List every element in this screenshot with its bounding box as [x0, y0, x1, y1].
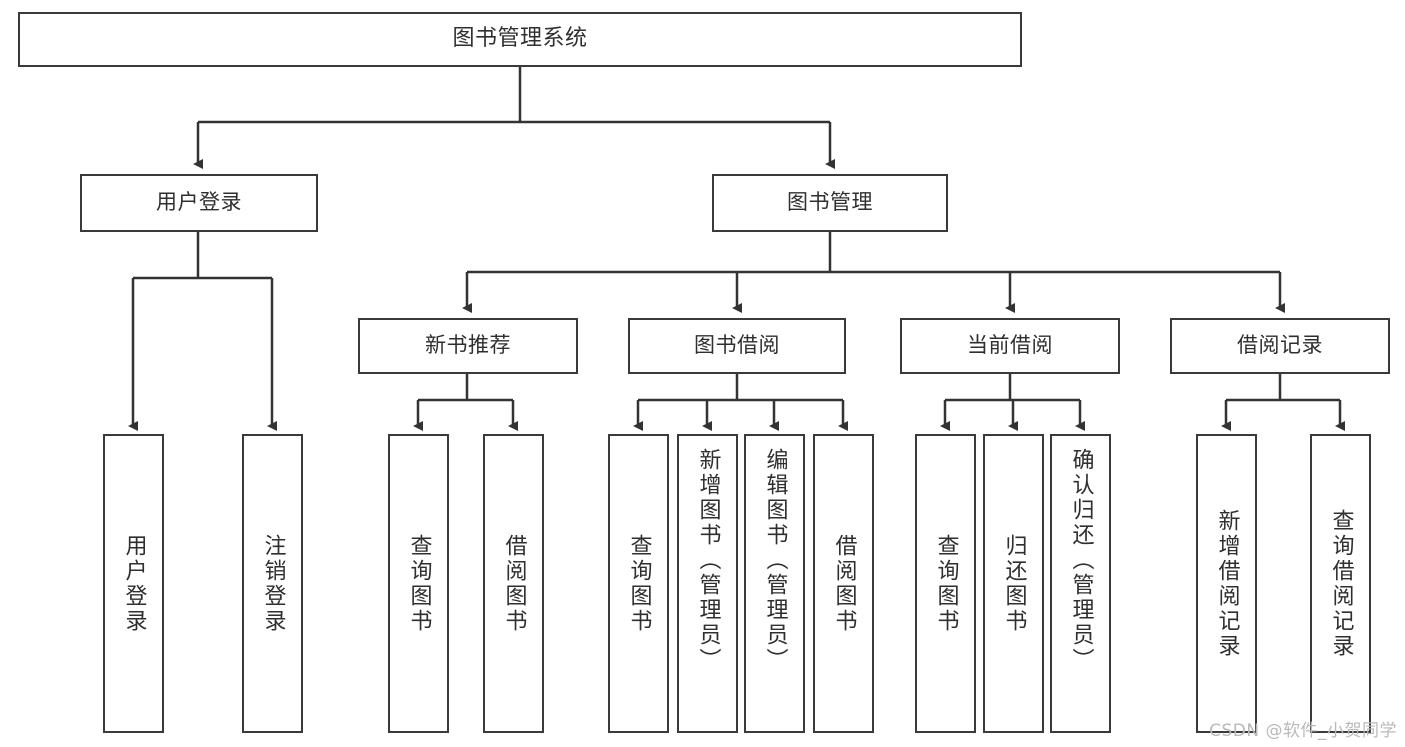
- leaf-borrow-add-book-admin[interactable]: 新增图书（管理员）: [677, 434, 738, 733]
- node-label: 新书推荐: [425, 333, 511, 358]
- node-user-login[interactable]: 用户登录: [80, 174, 318, 232]
- node-label: 查询图书: [626, 533, 652, 634]
- node-label: 查询图书: [406, 533, 432, 634]
- node-label: 用户登录: [156, 190, 242, 215]
- node-label: 新增借阅记录: [1214, 508, 1240, 659]
- node-label: 借阅图书: [501, 533, 527, 634]
- leaf-record-query-borrow-record[interactable]: 查询借阅记录: [1310, 434, 1371, 733]
- node-current-borrowing[interactable]: 当前借阅: [900, 318, 1120, 374]
- csdn-watermark: CSDN @软件_小贺同学: [1209, 721, 1397, 741]
- leaf-user-login-logout[interactable]: 注销登录: [242, 434, 303, 733]
- node-label: 用户登录: [121, 533, 147, 634]
- node-label: 新增图书（管理员）: [695, 448, 721, 673]
- leaf-borrow-borrow-book[interactable]: 借阅图书: [813, 434, 874, 733]
- node-label: 确认归还（管理员）: [1068, 448, 1094, 673]
- node-book-management[interactable]: 图书管理: [712, 174, 948, 232]
- node-book-borrowing[interactable]: 图书借阅: [628, 318, 846, 374]
- leaf-borrow-edit-book-admin[interactable]: 编辑图书（管理员）: [744, 434, 805, 733]
- node-label: 图书管理: [787, 190, 873, 215]
- leaf-new-book-borrow-book[interactable]: 借阅图书: [483, 434, 544, 733]
- node-new-book-recommendation[interactable]: 新书推荐: [358, 318, 578, 374]
- node-label: 查询图书: [933, 533, 959, 634]
- leaf-borrow-query-book[interactable]: 查询图书: [608, 434, 669, 733]
- node-borrow-records[interactable]: 借阅记录: [1170, 318, 1390, 374]
- node-label: 编辑图书（管理员）: [762, 448, 788, 673]
- node-label: 查询借阅记录: [1328, 508, 1354, 659]
- leaf-record-add-borrow-record[interactable]: 新增借阅记录: [1196, 434, 1257, 733]
- node-label: 当前借阅: [967, 333, 1053, 358]
- leaf-current-confirm-return-admin[interactable]: 确认归还（管理员）: [1050, 434, 1111, 733]
- node-label: 图书借阅: [694, 333, 780, 358]
- leaf-new-book-query-book[interactable]: 查询图书: [388, 434, 449, 733]
- leaf-current-return-book[interactable]: 归还图书: [983, 434, 1044, 733]
- node-label: 借阅图书: [831, 533, 857, 634]
- node-label: 注销登录: [260, 533, 286, 634]
- node-book-management-system[interactable]: 图书管理系统: [18, 12, 1022, 67]
- node-label: 归还图书: [1001, 533, 1027, 634]
- node-label: 图书管理系统: [452, 26, 588, 52]
- leaf-current-query-book[interactable]: 查询图书: [915, 434, 976, 733]
- leaf-user-login-login[interactable]: 用户登录: [103, 434, 164, 733]
- node-label: 借阅记录: [1237, 333, 1323, 358]
